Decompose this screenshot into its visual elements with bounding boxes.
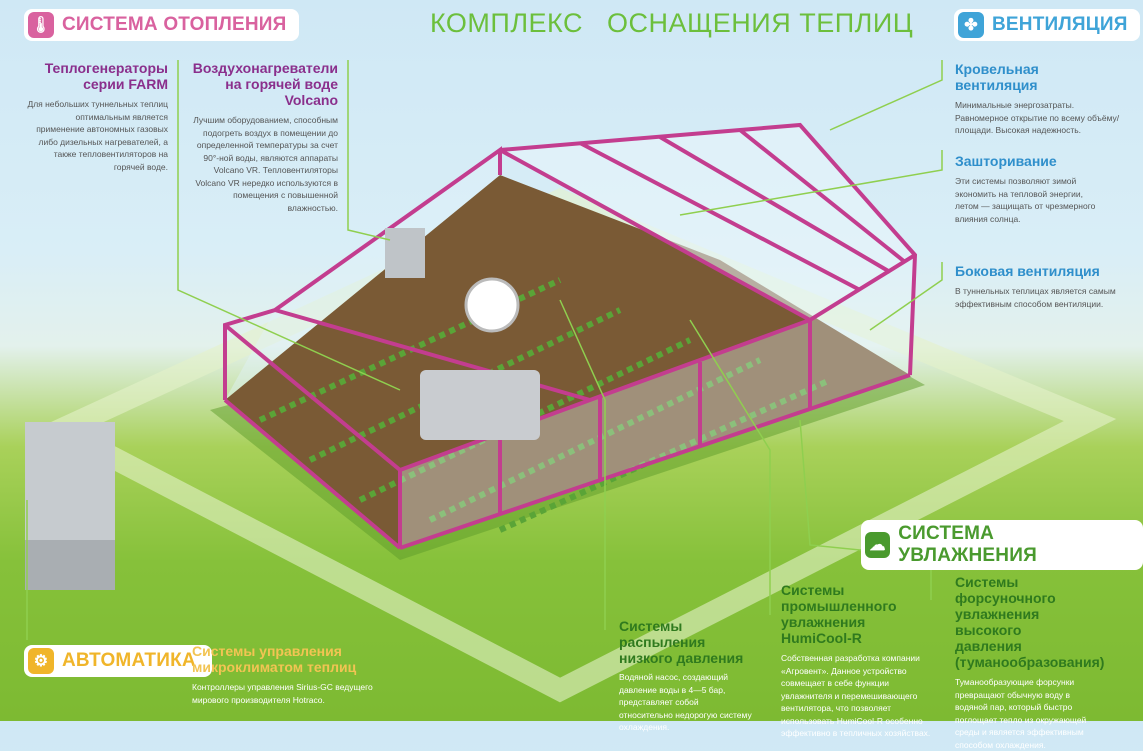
humidification-item-humicool: Системы промышленного увлажнения HumiCoo… <box>781 582 931 740</box>
heading: на горячей воде Volcano <box>225 76 338 108</box>
fan-unit <box>464 277 520 333</box>
description: Контроллеры управления Sirius-GC ведущег… <box>192 682 373 705</box>
glass-back <box>225 150 500 400</box>
description: Собственная разработка компании «Агровен… <box>781 653 931 738</box>
heading: Боковая вентиляция <box>955 263 1100 279</box>
heading: Кровельная вентиляция <box>955 61 1039 93</box>
glass-front <box>400 255 915 548</box>
automation-badge-label: АВТОМАТИКА <box>62 650 196 671</box>
heating-badge-label: СИСТЕМА ОТОПЛЕНИЯ <box>62 14 287 35</box>
description: Туманообразующие форсунки превращают обы… <box>955 677 1087 750</box>
humidification-item-high-pressure: Системы форсуночного увлажнения высокого… <box>955 574 1105 751</box>
glass-roof <box>500 125 915 320</box>
ventilation-item-shading: Зашторивание Эти системы позволяют зимой… <box>955 153 1105 225</box>
heating-item-farm: Теплогенераторы серии FARM Для небольших… <box>25 60 168 173</box>
fan-icon: ✤ <box>958 12 984 38</box>
humidification-badge-label: СИСТЕМА УВЛАЖНЕНИЯ <box>898 523 1037 566</box>
heading: Системы промышленного увлажнения HumiCoo… <box>781 582 897 646</box>
gear-icon: ⚙ <box>28 648 54 674</box>
heading: Теплогенераторы <box>44 60 168 76</box>
heading: серии FARM <box>83 76 168 92</box>
heading: Воздухонагреватели <box>192 60 338 76</box>
description: В туннельных теплицах является самым эфф… <box>955 286 1116 309</box>
humidification-item-low-pressure: Системы распыления низкого давления Водя… <box>619 618 754 734</box>
greenhouse-frame <box>223 122 918 550</box>
ventilation-item-side: Боковая вентиляция В туннельных теплицах… <box>955 263 1125 310</box>
page-title: КОМПЛЕКС ОСНАЩЕНИЯ ТЕПЛИЦ <box>430 8 914 38</box>
wall-heater <box>385 228 425 278</box>
automation-item: Системы управления микроклиматом теплиц … <box>192 643 392 706</box>
ventilation-badge: ✤ ВЕНТИЛЯЦИЯ <box>954 9 1140 41</box>
description: Водяной насос, создающий давление воды в… <box>619 672 752 732</box>
thermometer-icon: 🌡 <box>28 12 54 38</box>
automation-badge: ⚙ АВТОМАТИКА <box>24 645 212 677</box>
humidification-badge: ☁ СИСТЕМА УВЛАЖНЕНИЯ <box>861 520 1143 570</box>
heading: Зашторивание <box>955 153 1057 169</box>
cloud-upload-icon: ☁ <box>865 532 891 558</box>
greenhouse-illustration <box>25 60 1117 703</box>
heading: Системы распыления низкого давления <box>619 618 744 666</box>
description: Лучшим оборудованием, способным подогрет… <box>193 115 338 213</box>
ventilation-badge-label: ВЕНТИЛЯЦИЯ <box>992 14 1128 35</box>
heading: микроклиматом теплиц <box>192 659 357 675</box>
description: Эти системы позволяют зимой экономить на… <box>955 176 1096 224</box>
ventilation-item-roof: Кровельная вентиляция Минимальные энерго… <box>955 61 1125 137</box>
description: Минимальные энергозатраты. Равномерное о… <box>955 100 1120 135</box>
heading: Системы управления <box>192 643 342 659</box>
heading: Системы форсуночного увлажнения высокого… <box>955 574 1105 670</box>
heater-unit <box>420 370 540 440</box>
control-cabinet-base <box>25 540 115 590</box>
heating-item-volcano: Воздухонагреватели на горячей воде Volca… <box>190 60 338 214</box>
description: Для небольших туннельных теплиц оптималь… <box>27 99 168 172</box>
heating-badge: 🌡 СИСТЕМА ОТОПЛЕНИЯ <box>24 9 299 41</box>
control-cabinet <box>25 422 115 562</box>
